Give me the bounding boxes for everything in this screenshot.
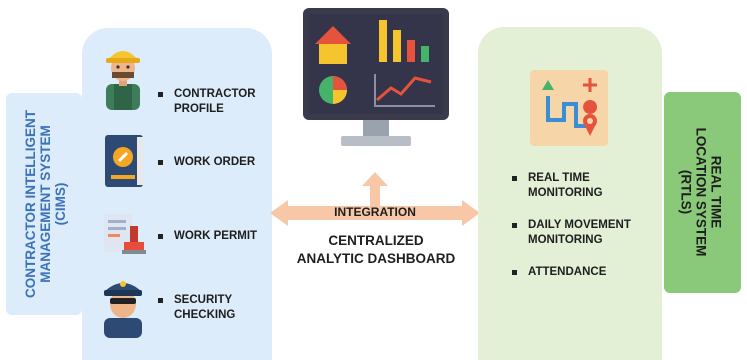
contractor-worker-icon xyxy=(106,51,140,110)
rtls-title: REAL TIME LOCATION SYSTEM (RTLS) xyxy=(679,127,724,257)
bullet xyxy=(158,160,163,165)
item-label: SECURITY CHECKING xyxy=(174,294,236,321)
integration-arrow xyxy=(270,172,480,226)
cims-item-work-order: WORK ORDER xyxy=(158,155,255,170)
bullet xyxy=(158,92,163,97)
item-label: WORK PERMIT xyxy=(174,230,258,242)
rtls-item-attendance: ATTENDANCE xyxy=(512,265,606,280)
integration-label: INTEGRATION xyxy=(334,205,416,219)
item-label: CONTRACTOR PROFILE xyxy=(174,88,256,115)
cims-item-contractor-profile: CONTRACTOR PROFILE xyxy=(158,87,256,117)
cims-item-security-checking: SECURITY CHECKING xyxy=(158,293,235,323)
cims-title: CONTRACTOR INTELLIGENT MANAGEMENT SYSTEM… xyxy=(22,110,68,298)
dashboard-monitor-icon xyxy=(303,8,449,146)
rtls-item-daily-movement: DAILY MOVEMENT MONITORING xyxy=(512,218,631,248)
work-order-book-icon xyxy=(105,135,143,187)
item-label: DAILY MOVEMENT MONITORING xyxy=(528,219,631,246)
dashboard-title: CENTRALIZED ANALYTIC DASHBOARD xyxy=(296,233,456,266)
bullet xyxy=(512,223,517,228)
cims-item-work-permit: WORK PERMIT xyxy=(158,229,257,244)
location-map-icon xyxy=(530,70,608,146)
item-label: WORK ORDER xyxy=(174,156,256,168)
cims-label-tab xyxy=(6,93,82,315)
bullet xyxy=(158,234,163,239)
rtls-label-tab xyxy=(664,92,741,293)
bullet xyxy=(158,298,163,303)
bullet xyxy=(512,176,517,181)
security-guard-icon xyxy=(104,281,142,338)
item-label: REAL TIME MONITORING xyxy=(528,172,603,199)
permit-stamp-icon xyxy=(104,214,146,254)
rtls-item-real-time-monitoring: REAL TIME MONITORING xyxy=(512,171,603,201)
item-label: ATTENDANCE xyxy=(528,266,607,278)
bullet xyxy=(512,270,517,275)
